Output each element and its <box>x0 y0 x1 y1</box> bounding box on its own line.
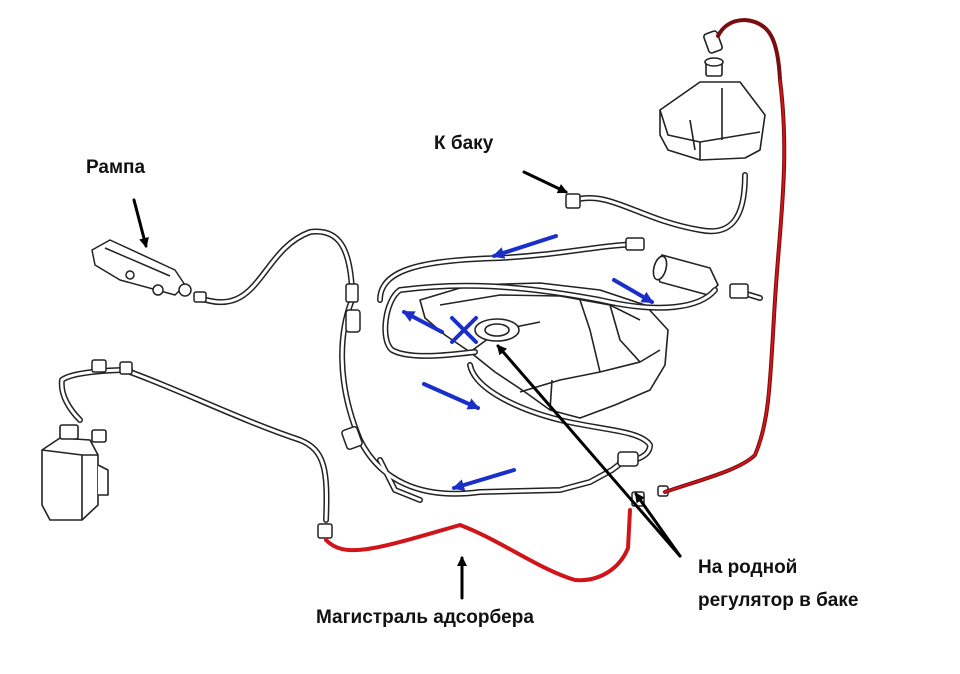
flow-arrow-tank-left <box>402 310 444 334</box>
fuel-tank <box>419 282 669 419</box>
fittings <box>91 193 749 539</box>
label-arrows <box>132 170 682 600</box>
adsorber-line-highlight <box>324 508 632 583</box>
arrow-rampa <box>132 198 149 248</box>
label-regulator-line1: На родной <box>698 557 798 578</box>
label-to-tank: К баку <box>434 133 494 154</box>
blocked-cross <box>450 316 478 344</box>
flow-arrow-right <box>612 278 654 304</box>
highlighted-lines <box>324 18 787 583</box>
arrow-regulator-2 <box>634 492 682 558</box>
flow-arrows <box>402 234 654 491</box>
flow-arrow-top <box>492 234 558 259</box>
fuel-filter <box>652 254 719 296</box>
adsorber-canister <box>41 424 109 521</box>
label-adsorber-line: Магистраль адсорбера <box>316 607 534 628</box>
flow-arrow-middle <box>422 382 480 410</box>
flow-arrow-bottom <box>452 468 516 491</box>
label-regulator-line2: регулятор в баке <box>698 590 859 611</box>
label-rampa: Рампа <box>86 157 146 178</box>
arrow-to-tank <box>522 170 568 194</box>
arrow-regulator-1 <box>496 344 682 558</box>
fuel-lines <box>58 172 763 523</box>
fuel-rail <box>91 239 192 297</box>
reservoir <box>659 30 766 161</box>
